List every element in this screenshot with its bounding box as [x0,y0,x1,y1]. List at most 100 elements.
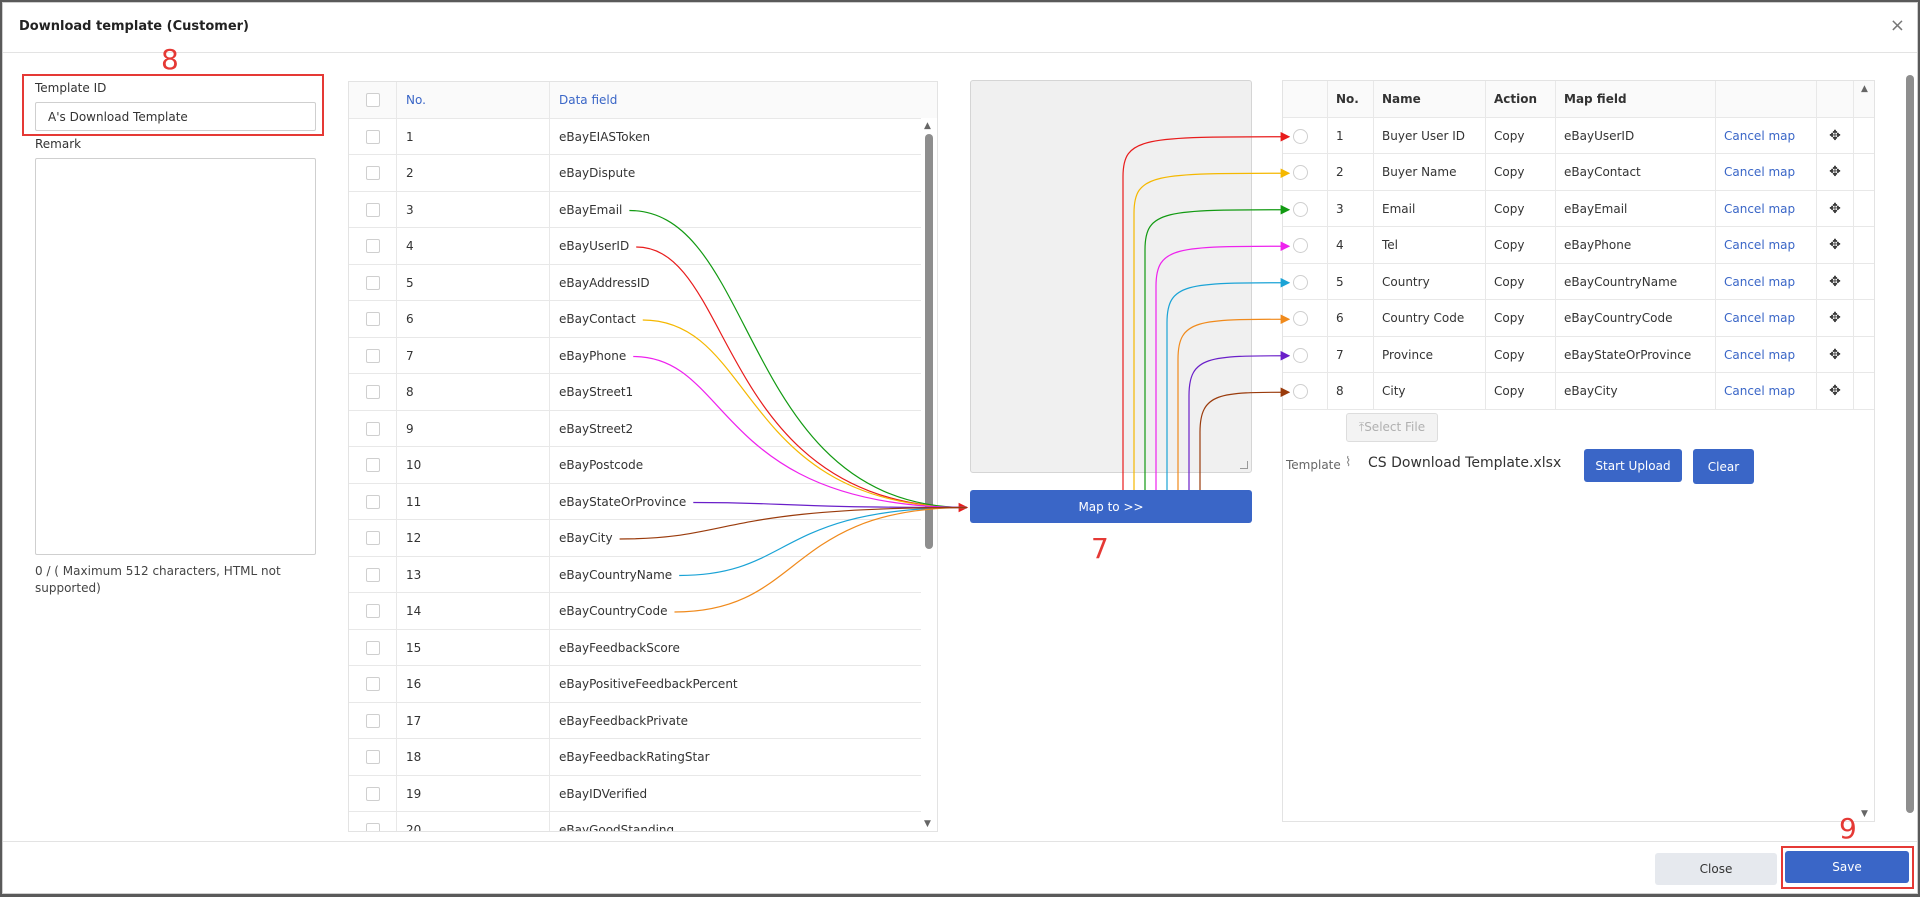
row-checkbox[interactable] [366,531,380,545]
row-radio[interactable] [1293,128,1308,144]
cancel-map-link[interactable]: Cancel map [1716,227,1817,263]
header-no[interactable]: No. [397,82,550,118]
move-icon[interactable]: ✥ [1817,300,1854,336]
row-checkbox[interactable] [366,166,380,180]
row-checkbox[interactable] [366,677,380,691]
row-data-field[interactable]: eBayStateOrProvince [559,494,687,509]
row-checkbox[interactable] [366,385,380,399]
row-data-field[interactable]: eBayIDVerified [559,786,648,801]
row-checkbox[interactable] [366,604,380,618]
close-icon[interactable]: × [1889,15,1905,36]
row-data-field[interactable]: eBayPhone [559,348,627,363]
row-checkbox[interactable] [366,713,380,728]
row-data-field[interactable]: eBayFeedbackRatingStar [559,750,710,764]
move-icon[interactable]: ✥ [1817,190,1854,226]
row-checkbox[interactable] [366,750,380,764]
row-radio[interactable] [1293,274,1308,290]
resize-grip-icon[interactable] [1240,461,1248,469]
cancel-map-link[interactable]: Cancel map [1716,336,1817,372]
close-button[interactable]: Close [1655,853,1777,885]
row-checkbox[interactable] [366,494,380,509]
row-radio[interactable] [1293,311,1308,326]
row-checkbox[interactable] [366,421,380,436]
move-icon[interactable]: ✥ [1817,263,1854,299]
scroll-up-icon[interactable]: ▲ [924,121,931,131]
cancel-map-link[interactable]: Cancel map [1716,190,1817,226]
row-data-field[interactable]: eBayAddressID [559,275,650,290]
row-checkbox[interactable] [366,823,380,831]
row-checkbox[interactable] [366,129,380,144]
row-radio[interactable] [1293,347,1308,363]
row-data-field[interactable]: eBayPostcode [559,458,644,472]
row-radio[interactable] [1293,201,1308,217]
cancel-map-link[interactable]: Cancel map [1716,154,1817,190]
row-checkbox[interactable] [366,275,380,290]
move-icon[interactable]: ✥ [1817,117,1854,153]
map-to-button[interactable]: Map to >> [970,490,1252,523]
row-checkbox[interactable] [366,202,380,217]
scroll-thumb[interactable] [1906,75,1914,813]
row-data-field[interactable]: eBayStreet2 [559,421,634,436]
cancel-map-link[interactable]: Cancel map [1716,373,1817,409]
template-file-name[interactable]: CS Download Template.xlsx [1368,455,1562,471]
row-data-field[interactable]: eBayUserID [559,239,630,253]
start-upload-button[interactable]: Start Upload [1584,449,1682,482]
cancel-map-link[interactable]: Cancel map [1716,117,1817,153]
scroll-thumb[interactable] [925,134,933,549]
save-button[interactable]: Save [1785,851,1909,883]
header-data-field[interactable]: Data field [559,93,618,107]
row-checkbox[interactable] [366,786,380,801]
move-icon[interactable]: ✥ [1817,373,1854,409]
row-data-field[interactable]: eBayEmail [559,202,623,217]
move-icon[interactable]: ✥ [1817,227,1854,263]
row-radio[interactable] [1293,165,1308,180]
select-all-checkbox[interactable] [366,93,380,107]
map-table-scrollbar[interactable]: ▲ ▼ [1858,81,1874,821]
row-data-field[interactable]: eBayStreet1 [559,385,634,399]
cancel-map-link[interactable]: Cancel map [1716,263,1817,299]
remark-textarea[interactable] [35,158,316,555]
row-checkbox[interactable] [366,567,380,582]
scroll-down-icon[interactable]: ▼ [924,819,931,829]
clear-button[interactable]: Clear [1693,449,1754,484]
row-data-field[interactable]: eBayCountryName [559,567,673,582]
row-data-field[interactable]: eBayDispute [559,166,636,180]
template-id-input[interactable] [35,102,316,131]
scroll-up-icon[interactable]: ▲ [1861,84,1868,94]
row-checkbox[interactable] [366,458,380,472]
row-checkbox[interactable] [366,312,380,326]
row-data-field[interactable]: eBayPositiveFeedbackPercent [559,677,738,691]
move-icon[interactable]: ✥ [1817,336,1854,372]
row-checkbox[interactable] [366,239,380,253]
scroll-down-icon[interactable]: ▼ [1861,809,1868,819]
row-data-field[interactable]: eBayFeedbackPrivate [559,713,689,728]
row-data-field[interactable]: eBayContact [559,312,636,326]
